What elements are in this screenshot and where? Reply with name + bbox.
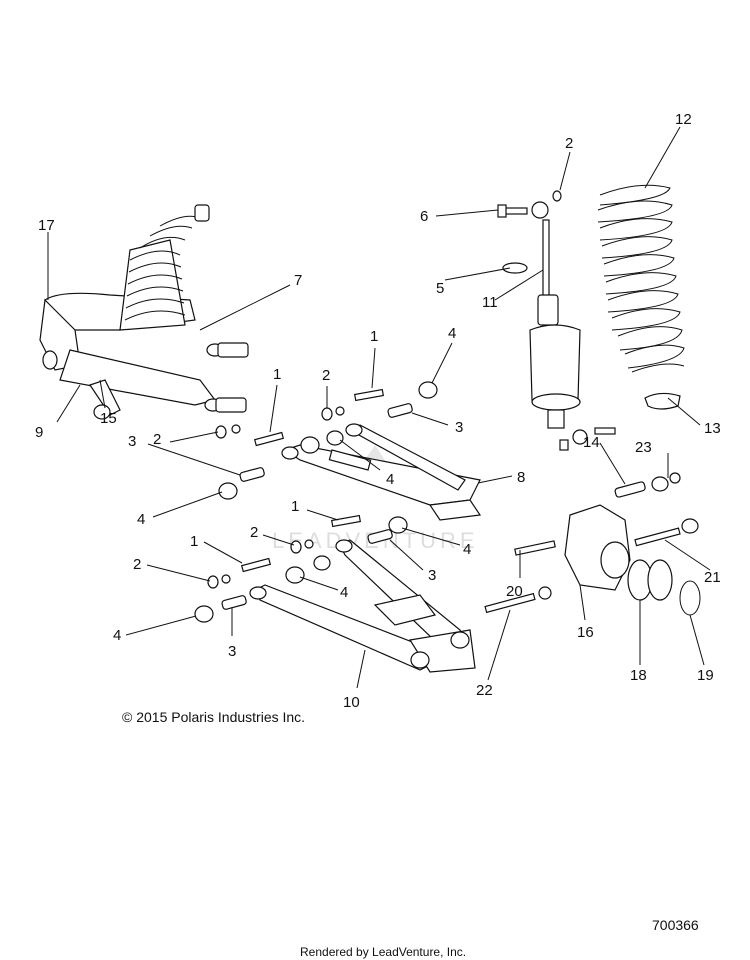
- callout-3-d: 3: [228, 643, 236, 660]
- callout-2-a: 2: [322, 367, 330, 384]
- callout-2-e: 2: [565, 135, 573, 152]
- callout-7: 7: [294, 272, 302, 289]
- callout-9: 9: [35, 424, 43, 441]
- callout-2-b: 2: [153, 431, 161, 448]
- assembled-suspension-illustration: [39, 204, 249, 420]
- copyright-text: © 2015 Polaris Industries Inc.: [122, 709, 305, 725]
- callout-labels: 17 7 9 15 1 1 1 1 2 2 2 2 2 3 3 3 3 4 4 …: [35, 111, 721, 711]
- callout-21: 21: [704, 569, 721, 586]
- callout-23: 23: [635, 439, 652, 456]
- callout-3-b: 3: [128, 433, 136, 450]
- callout-1-c: 1: [291, 498, 299, 515]
- callout-4-f: 4: [113, 627, 121, 644]
- callout-1-b: 1: [370, 328, 378, 345]
- callout-8: 8: [517, 469, 525, 486]
- callout-2-d: 2: [133, 556, 141, 573]
- callout-2-c: 2: [250, 524, 258, 541]
- figure-number: 700366: [652, 917, 699, 933]
- callout-1-a: 1: [273, 366, 281, 383]
- lower-control-arm-illustration: [249, 539, 476, 673]
- callout-11: 11: [482, 294, 498, 311]
- callout-4-b: 4: [386, 471, 394, 488]
- leader-lines: [47, 126, 711, 689]
- callout-16: 16: [577, 624, 594, 641]
- callout-4-d: 4: [463, 541, 471, 558]
- callout-3-a: 3: [455, 419, 463, 436]
- hardware-illustration: [194, 381, 438, 623]
- callout-15: 15: [100, 410, 117, 427]
- coil-spring-illustration: [597, 184, 685, 410]
- callout-13: 13: [704, 420, 721, 437]
- knuckle-bearing-illustration: [484, 472, 701, 616]
- callout-6: 6: [420, 208, 428, 225]
- callout-4-e: 4: [340, 584, 348, 601]
- upper-control-arm-illustration: [281, 423, 482, 521]
- callout-5: 5: [436, 280, 444, 297]
- callout-1-d: 1: [190, 533, 198, 550]
- callout-4-a: 4: [448, 325, 456, 342]
- callout-4-c: 4: [137, 511, 145, 528]
- callout-12: 12: [675, 111, 692, 128]
- callout-18: 18: [630, 667, 647, 684]
- callout-14: 14: [583, 434, 600, 451]
- callout-19: 19: [697, 667, 714, 684]
- callout-10: 10: [343, 694, 360, 711]
- shock-absorber-illustration: [497, 190, 616, 451]
- rendered-by-text: Rendered by LeadVenture, Inc.: [300, 945, 466, 959]
- callout-3-c: 3: [428, 567, 436, 584]
- callout-20: 20: [506, 583, 523, 600]
- callout-17: 17: [38, 217, 55, 234]
- callout-22: 22: [476, 682, 493, 699]
